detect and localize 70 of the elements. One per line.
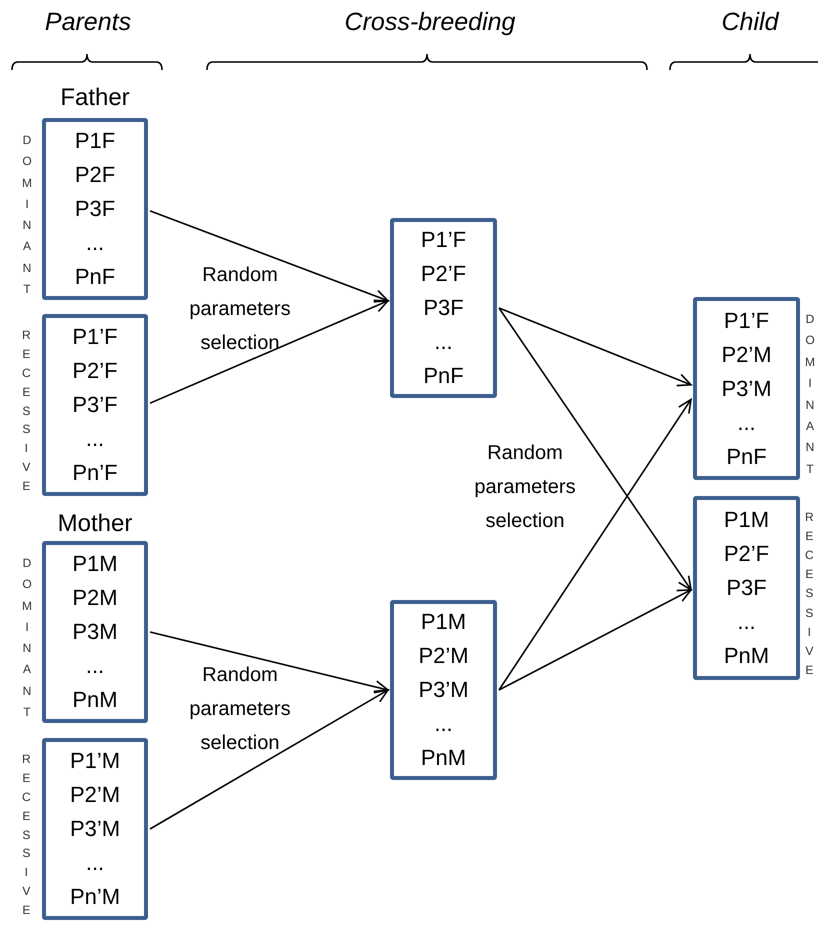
parameter-text: P3’M xyxy=(70,815,120,843)
parameter-text: P1’F xyxy=(724,306,770,334)
parameter-text: ... xyxy=(737,408,756,436)
parameter-text: ... xyxy=(86,849,104,877)
parameter-text: P1F xyxy=(74,127,116,155)
parameter-text: P2’M xyxy=(70,781,120,809)
parameter-box xyxy=(42,314,148,496)
parameter-box xyxy=(693,496,800,680)
arrow xyxy=(498,307,692,386)
parameter-text: PnF xyxy=(726,442,767,470)
parameter-box xyxy=(693,297,800,480)
arrow xyxy=(498,589,692,691)
section-heading: Cross-breeding xyxy=(344,7,516,38)
parameter-text: P2’F xyxy=(724,540,770,568)
parameter-box xyxy=(42,118,148,300)
parameter-text: ... xyxy=(86,229,104,257)
vertical-label: RECESSIVE xyxy=(805,509,814,679)
arrow xyxy=(150,631,389,694)
parameter-text: Pn’M xyxy=(70,883,120,911)
parameter-text: P1M xyxy=(420,608,466,636)
parameter-text: P1’F xyxy=(72,323,118,351)
arrow xyxy=(498,398,692,690)
group-heading: Father xyxy=(59,83,131,113)
parameter-text: P2F xyxy=(74,161,116,189)
parameter-text: P1’M xyxy=(70,747,120,775)
parameter-text: P3’M xyxy=(418,676,469,704)
parameter-text: ... xyxy=(86,652,104,680)
parameter-text: Pn’F xyxy=(72,459,118,487)
parameter-text: P3’F xyxy=(72,391,118,419)
annotation-text: Random parameters selection xyxy=(188,663,292,756)
parameter-text: P3F xyxy=(423,294,464,322)
arrow xyxy=(498,308,692,591)
parameter-text: P1M xyxy=(724,506,770,534)
parameter-text: ... xyxy=(86,425,104,453)
parameter-text: P1M xyxy=(72,550,118,578)
parameter-text: ... xyxy=(737,608,756,636)
vertical-label: RECESSIVE xyxy=(22,751,31,920)
arrow xyxy=(150,300,389,404)
parameter-box xyxy=(390,218,497,398)
section-heading: Parents xyxy=(44,7,132,38)
annotation-text: Random parameters selection xyxy=(473,441,577,534)
vertical-label: RECESSIVE xyxy=(22,327,31,496)
vertical-label: DOMINANT xyxy=(22,555,32,721)
parameter-text: PnM xyxy=(724,642,770,670)
parameter-box xyxy=(42,541,148,723)
parameter-text: P2’M xyxy=(721,340,772,368)
group-heading: Mother xyxy=(56,509,134,539)
parameter-text: PnM xyxy=(420,744,466,772)
parameter-text: P2M xyxy=(72,584,118,612)
annotation-text: Random parameters selection xyxy=(188,263,292,356)
parameter-text: PnM xyxy=(72,686,118,714)
parameter-text: P1’F xyxy=(420,226,466,254)
parameter-text: P2’F xyxy=(420,260,466,288)
parameter-text: ... xyxy=(434,710,453,738)
parameter-box xyxy=(390,600,497,780)
parameter-text: P3F xyxy=(726,574,767,602)
parameter-box xyxy=(42,738,148,920)
vertical-label: DOMINANT xyxy=(805,311,815,478)
parameter-text: P2’M xyxy=(418,642,469,670)
arrow xyxy=(150,210,389,303)
parameter-text: P2’F xyxy=(72,357,118,385)
parameter-text: P3F xyxy=(74,195,116,223)
parameter-text: P3’M xyxy=(721,374,772,402)
parameter-text: P3M xyxy=(72,618,118,646)
section-heading: Child xyxy=(720,7,780,38)
parameter-text: PnF xyxy=(423,362,464,390)
vertical-label: DOMINANT xyxy=(22,132,32,298)
parameter-text: PnF xyxy=(74,263,116,291)
arrow xyxy=(150,689,389,830)
parameter-text: ... xyxy=(434,328,453,356)
